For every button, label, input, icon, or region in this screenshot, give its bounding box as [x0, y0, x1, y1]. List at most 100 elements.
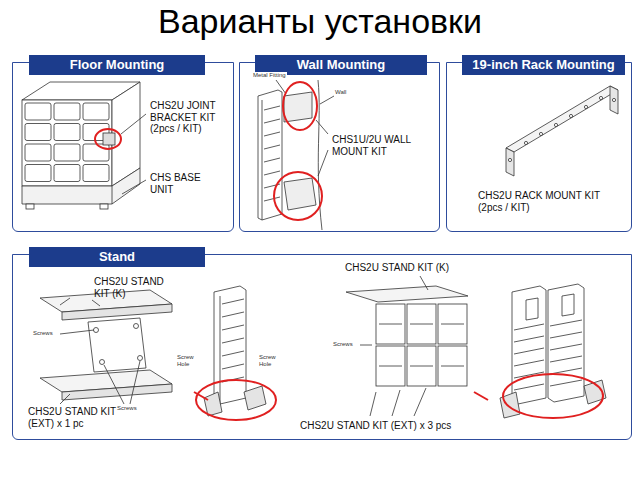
rack-bracket	[506, 86, 618, 152]
part-label: CHS2U JOINT BRACKET KIT (2pcs / KIT)	[150, 100, 234, 135]
slot-line	[264, 145, 280, 149]
leader-line	[392, 390, 400, 416]
part-note: Metal Fitting	[252, 72, 287, 79]
unit-edge	[220, 296, 221, 404]
highlight-ellipse	[503, 374, 603, 418]
hole	[599, 96, 602, 99]
unit	[438, 346, 467, 386]
leader-line	[121, 114, 146, 134]
slot-line	[550, 332, 582, 338]
wall-unit	[258, 90, 282, 220]
mounting-panel: Floor Mounting	[12, 62, 234, 232]
screw	[138, 356, 143, 361]
slot-line	[222, 312, 244, 317]
slot-line	[514, 324, 544, 330]
unit-window	[526, 298, 538, 320]
unit-window	[562, 294, 574, 316]
part-label: CHS1U/2U WALL MOUNT KIT	[332, 134, 436, 157]
slot	[83, 144, 109, 161]
leader-line	[104, 365, 124, 404]
panel-header: Floor Mounting	[29, 55, 205, 75]
slot-line	[550, 344, 582, 350]
unit-slots	[264, 106, 280, 201]
part-label: CHS2U RACK MOUNT KIT (2pcs / KIT)	[478, 190, 626, 213]
base-unit	[22, 168, 140, 204]
screw	[94, 328, 99, 333]
hole	[569, 114, 572, 117]
mounting-panel: 19-inch Rack Mounting	[446, 62, 632, 232]
part-note: Screw Hole	[258, 354, 290, 368]
rack-ear	[506, 148, 514, 176]
leader-line	[316, 120, 328, 134]
screw	[100, 360, 105, 365]
stand-unit	[214, 286, 246, 404]
highlight-ellipse	[95, 129, 121, 149]
stand-unit	[512, 286, 546, 404]
stand-foot	[244, 386, 266, 410]
slot-line	[550, 320, 582, 326]
leader-line	[130, 361, 140, 404]
base-foot	[26, 204, 34, 209]
slot-line	[514, 360, 544, 366]
slot-line	[379, 366, 402, 367]
base-edge	[112, 186, 113, 204]
hole	[554, 123, 557, 126]
leader-line	[360, 345, 372, 346]
slot	[25, 103, 51, 120]
unit-slots	[514, 320, 582, 390]
slot-line	[264, 158, 280, 162]
hole	[508, 158, 511, 161]
part-label: CHS2U STAND KIT (K)	[345, 262, 449, 274]
slot-line	[441, 324, 464, 325]
leader-line	[60, 330, 94, 334]
slot-line	[514, 336, 544, 342]
highlight-ellipse	[274, 172, 322, 220]
slot	[25, 144, 51, 161]
slot-line	[222, 351, 244, 356]
screw	[134, 324, 139, 329]
slot-line	[410, 324, 433, 325]
slot-line	[222, 338, 244, 343]
slot	[83, 165, 109, 182]
stand-bar	[62, 304, 172, 320]
stand-unit	[548, 284, 584, 402]
panel-header: Stand	[29, 247, 205, 267]
slot-line	[264, 171, 280, 175]
slot	[54, 103, 80, 120]
slot-line	[514, 348, 544, 354]
stand-plate	[88, 318, 146, 372]
leader-line	[320, 96, 334, 104]
leader-line	[122, 180, 146, 194]
panel-header: 19-inch Rack Mounting	[462, 55, 625, 75]
slot-line	[264, 132, 280, 136]
slot-line	[410, 366, 433, 367]
slot	[54, 144, 80, 161]
slot	[54, 165, 80, 182]
unit-slots	[222, 299, 244, 382]
red-mark	[194, 392, 208, 400]
slot	[83, 103, 109, 120]
hole	[612, 98, 615, 101]
leader-line	[318, 150, 328, 176]
hole	[539, 132, 542, 135]
slot-line	[222, 325, 244, 330]
unit-edge	[262, 100, 263, 220]
part-label: CHS2U STAND KIT (EXT) x 3 pcs	[300, 420, 451, 432]
slot	[25, 124, 51, 141]
rack-ear	[610, 86, 618, 114]
slot-line	[264, 119, 280, 123]
slot-line	[550, 380, 582, 386]
unit-front	[22, 100, 112, 186]
part-note: Screws	[32, 330, 54, 337]
slot-line	[514, 384, 544, 390]
leader-line	[92, 300, 100, 306]
part-note: Screws	[116, 405, 138, 412]
red-mark	[474, 392, 488, 400]
part-note: Screws	[332, 341, 354, 348]
unit	[407, 304, 436, 344]
unit	[438, 304, 467, 344]
part-label: CHS BASE UNIT	[150, 172, 210, 195]
unit	[376, 346, 405, 386]
stand-foot	[204, 392, 222, 416]
part-label: CHS2U STAND KIT (K)	[94, 276, 174, 299]
